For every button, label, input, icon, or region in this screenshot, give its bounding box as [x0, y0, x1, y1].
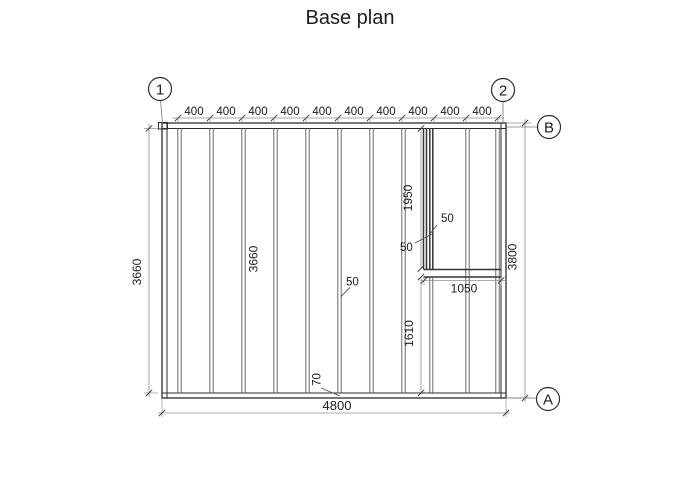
dimension-tick — [417, 124, 425, 133]
dimension-tick — [145, 124, 153, 133]
dimension-tick — [417, 264, 425, 273]
dim-top-400-10: 400 — [472, 106, 491, 118]
dimension-lines — [144, 114, 531, 417]
grid-markers: 1 2 B A — [147, 76, 562, 412]
leader-line-50b — [414, 233, 433, 244]
grid-circle-a — [535, 386, 561, 412]
dim-bottom-4800: 4800 — [323, 398, 352, 413]
dim-left-3660: 3660 — [130, 258, 144, 285]
dim-top-400-3: 400 — [248, 106, 267, 118]
callout-50b: 50 — [400, 242, 413, 254]
dimension-tick — [158, 409, 166, 417]
grid-circle-2 — [490, 77, 516, 103]
grid-label-2: 2 — [499, 82, 507, 99]
dim-top-400-6: 400 — [344, 106, 363, 118]
corner-junction-square — [158, 122, 168, 130]
dimension-tick — [417, 273, 425, 281]
dim-1610: 1610 — [402, 320, 416, 347]
callout-50c: 50 — [346, 277, 359, 289]
dimension-labels: 400 400 400 400 400 400 400 400 400 400 … — [130, 106, 520, 413]
grid-circle-1 — [147, 76, 173, 102]
dimension-ticks — [145, 119, 529, 417]
callout-70: 70 — [312, 373, 324, 386]
dimension-tick — [420, 276, 428, 285]
grid-label-a: A — [543, 391, 553, 408]
grid-label-1: 1 — [156, 81, 164, 98]
dim-joist-3660: 3660 — [247, 245, 261, 272]
floor-frame — [158, 122, 507, 399]
dimension-tick — [502, 409, 510, 417]
dim-top-400-7: 400 — [376, 106, 395, 118]
grid-circle-b — [536, 114, 562, 140]
dim-top-400-4: 400 — [280, 106, 299, 118]
dim-top-400-9: 400 — [440, 106, 459, 118]
stair-opening-framing — [422, 128, 501, 393]
leader-line-70 — [320, 387, 341, 397]
dimension-tick — [417, 389, 425, 397]
top-dimension-ticks — [174, 114, 502, 124]
leader-line-50c — [340, 287, 351, 297]
dim-top-400-2: 400 — [216, 106, 235, 118]
dim-1050: 1050 — [451, 282, 478, 296]
dim-1950: 1950 — [401, 184, 415, 211]
grid-label-b: B — [544, 119, 554, 136]
drawing-title: Base plan — [306, 7, 395, 29]
dim-top-400-5: 400 — [312, 106, 331, 118]
dimension-tick — [521, 119, 529, 127]
floor-joists — [177, 128, 500, 393]
grid-stem-1 — [160, 100, 163, 124]
callout-50a: 50 — [441, 213, 454, 225]
dim-right-3800: 3800 — [506, 243, 520, 270]
leader-line-50a — [429, 224, 438, 235]
dimension-tick — [145, 389, 153, 397]
dim-top-400-1: 400 — [184, 106, 203, 118]
outer-rim-rect — [161, 122, 507, 399]
dimension-tick — [497, 276, 505, 285]
dim-top-400-8: 400 — [408, 106, 427, 118]
